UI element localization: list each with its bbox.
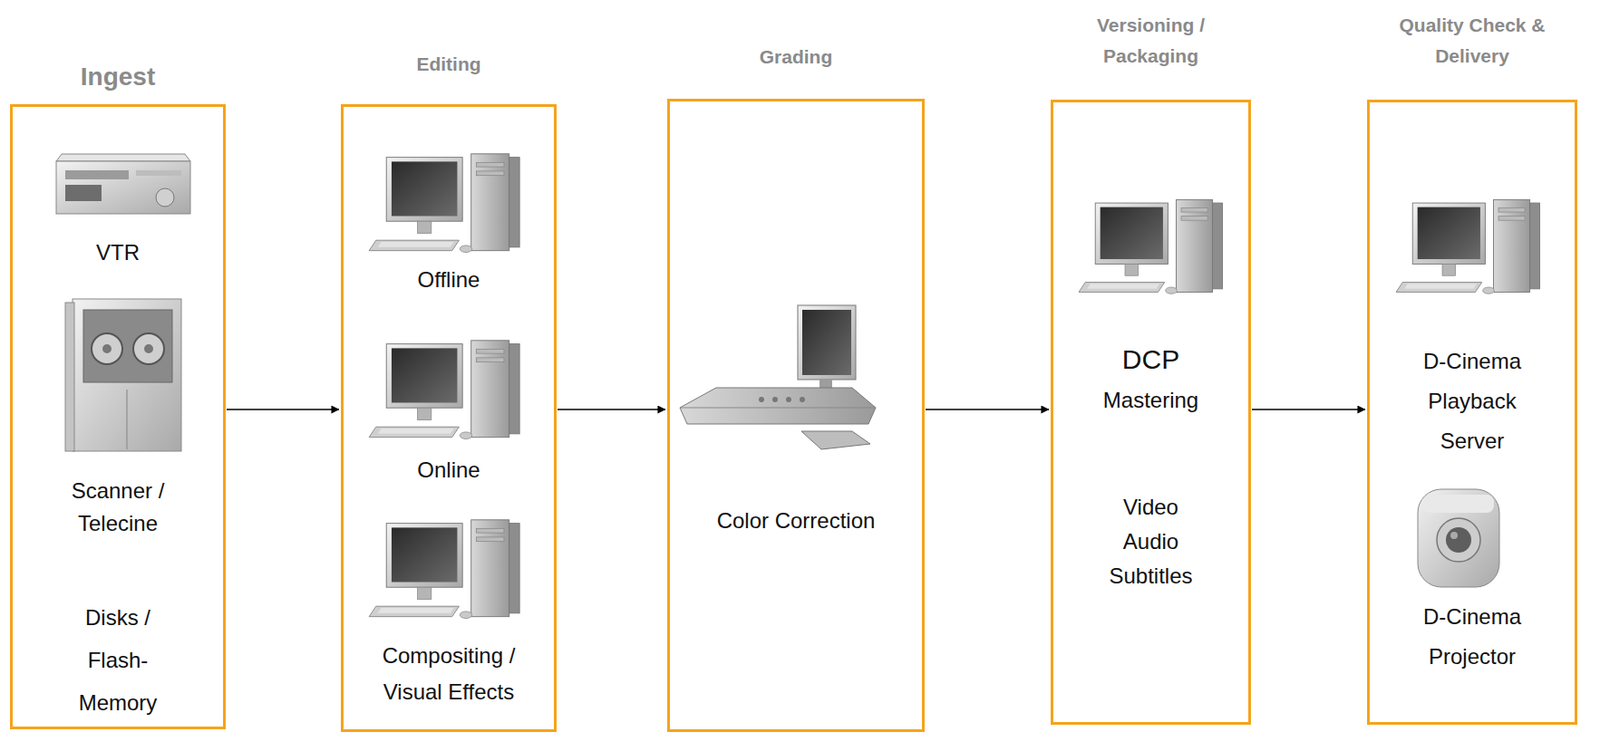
stage-label: Video Audio Subtitles [1096, 490, 1206, 594]
flow-arrow [226, 408, 340, 411]
stage-label: VTR [27, 239, 209, 267]
stage-heading: Ingest [18, 60, 218, 93]
stage-label: Color Correction [678, 507, 914, 535]
stage-label: Offline [358, 266, 540, 294]
stage-heading: Grading [696, 45, 896, 69]
computer-icon [368, 340, 520, 440]
stage-box: GradingColor Correction [667, 98, 925, 732]
scanner-icon [65, 299, 182, 452]
grading-console-icon [679, 305, 876, 450]
stage-label: DCP [1069, 343, 1233, 377]
stage-label: Disks / Flash-Memory [67, 596, 169, 725]
stage-label: D-Cinema Playback Server [1417, 341, 1527, 462]
stage-heading: Versioning / Packaging [1083, 9, 1220, 72]
stage-box: Versioning / PackagingDCPMasteringVideo … [1050, 99, 1251, 726]
vtr-icon [56, 154, 191, 214]
flow-arrow [557, 408, 666, 411]
stage-label: Online [358, 456, 540, 485]
computer-icon [1078, 199, 1223, 294]
stage-box: Quality Check & DeliveryD-Cinema Playbac… [1367, 99, 1578, 726]
stage-label: Mastering [1065, 387, 1238, 415]
computer-icon [368, 520, 520, 620]
stage-heading: Editing [349, 52, 549, 77]
stage-label: Scanner / Telecine [49, 475, 186, 541]
stage-label: Compositing / Visual Effects [362, 638, 535, 711]
projector-icon [1417, 489, 1500, 588]
stage-box: EditingOfflineOnlineCompositing / Visual… [340, 104, 557, 732]
computer-icon [368, 154, 520, 253]
stage-label: D-Cinema Projector [1417, 597, 1527, 678]
flow-arrow [1251, 408, 1366, 411]
stage-heading: Quality Check & Delivery [1395, 9, 1550, 72]
stage-box: IngestVTRScanner / TelecineDisks / Flash… [9, 104, 226, 730]
flow-arrow [925, 408, 1049, 411]
computer-icon [1396, 199, 1541, 294]
